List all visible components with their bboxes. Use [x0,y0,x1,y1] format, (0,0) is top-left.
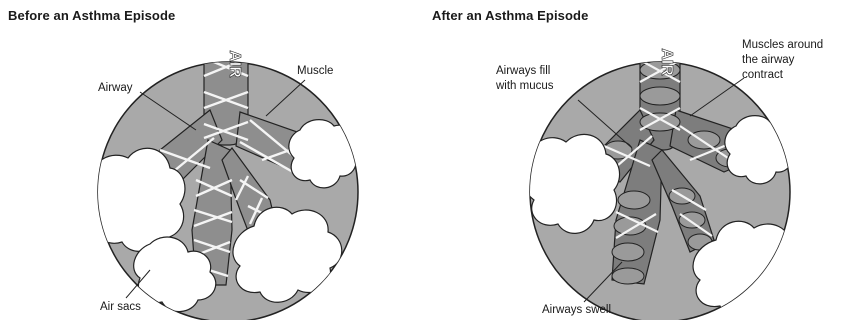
muscles-contract-line-3: contract [742,68,848,83]
air-sacs-label: Air sacs [100,300,141,315]
before-trachea-text: AIR [226,50,243,78]
muscles-contract-line-2: the airway [742,53,848,68]
muscle-label: Muscle [297,64,333,79]
airways-fill-line-1: Airways fill [496,64,616,79]
muscles-contract-label: Muscles around the airway contract [742,38,848,83]
muscles-contract-line-1: Muscles around [742,38,848,53]
after-trachea-text: AIR [658,48,675,76]
after-sac-left [523,134,620,233]
airways-fill-line-2: with mucus [496,79,616,94]
airway-label: Airway [98,81,133,96]
airways-swell-label: Airways swell [542,303,611,318]
airways-fill-mucus-label: Airways fill with mucus [496,64,616,94]
